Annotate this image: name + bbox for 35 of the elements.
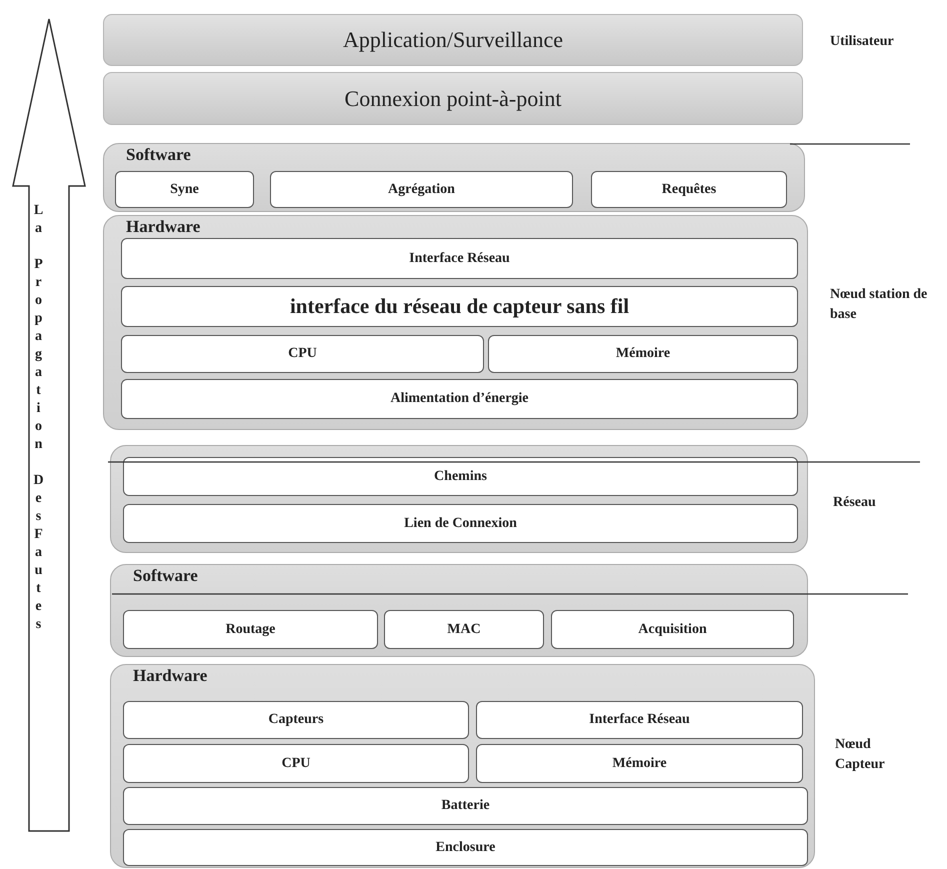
side-label: Utilisateur xyxy=(830,33,895,51)
module-box: Interface Réseau xyxy=(121,238,798,279)
arrow-label: La Propagation DesFautes xyxy=(31,203,45,635)
module-box: Routage xyxy=(123,610,378,649)
module-box: Chemins xyxy=(123,457,798,496)
layer-panel xyxy=(103,143,805,212)
layer-heading: Hardware xyxy=(133,667,208,685)
module-box: interface du réseau de capteur sans fil xyxy=(121,286,798,327)
layer-panel xyxy=(103,215,808,430)
layer-panel xyxy=(110,664,815,868)
module-box: CPU xyxy=(121,335,484,373)
layer-panel xyxy=(110,564,808,657)
layer-heading: Software xyxy=(126,146,191,164)
layer-panel xyxy=(110,445,808,553)
side-label: Réseau xyxy=(833,494,877,512)
module-box: Mémoire xyxy=(488,335,798,373)
module-box: Mémoire xyxy=(476,744,803,783)
module-box: Alimentation d’énergie xyxy=(121,379,798,419)
module-box: Interface Réseau xyxy=(476,701,803,739)
layer-band: Application/Surveillance xyxy=(103,14,803,66)
module-box: Acquisition xyxy=(551,610,794,649)
layer-band: Connexion point-à-point xyxy=(103,72,803,125)
module-box: Batterie xyxy=(123,787,808,825)
module-box: Capteurs xyxy=(123,701,469,739)
module-box: Requêtes xyxy=(591,171,787,208)
side-label: Nœud station de base xyxy=(830,286,928,324)
module-box: Syne xyxy=(115,171,254,208)
module-box: MAC xyxy=(384,610,544,649)
module-box: Lien de Connexion xyxy=(123,504,798,543)
layer-heading: Hardware xyxy=(126,218,200,236)
module-box: CPU xyxy=(123,744,469,783)
module-box: Agrégation xyxy=(270,171,573,208)
layer-heading: Software xyxy=(133,567,198,585)
module-box: Enclosure xyxy=(123,829,808,866)
side-label: Nœud Capteur xyxy=(835,736,886,774)
